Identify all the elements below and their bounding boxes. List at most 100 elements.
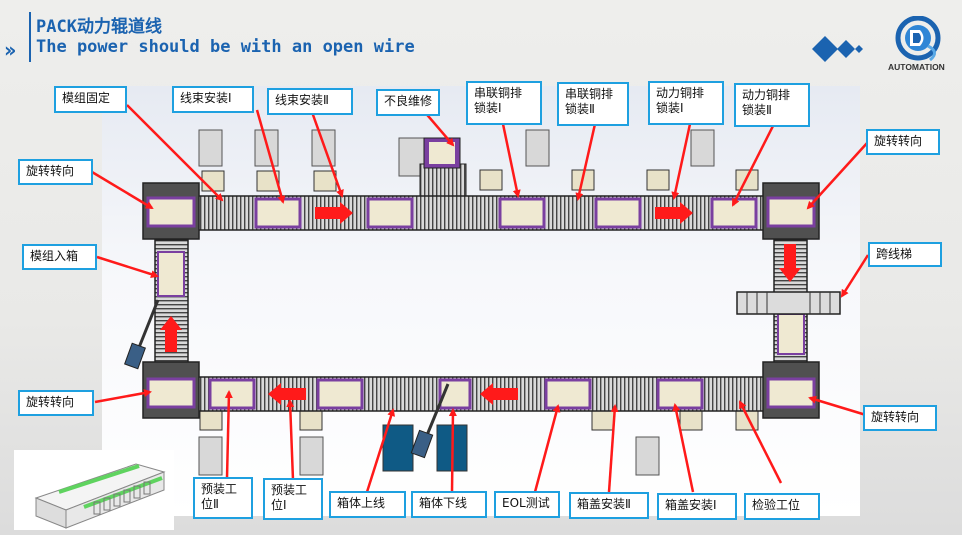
leader-line [448,408,457,493]
leader-line [671,123,692,200]
pallet [594,197,642,229]
flow-arrow-right [655,202,693,224]
leader-line [96,255,159,279]
robot-gripper [410,429,434,459]
leader-line [840,254,870,298]
crossover-ladder [736,291,841,315]
rotary-table-bottom-right [762,361,820,419]
label-harness-install-2: 线束安装Ⅱ [267,88,353,115]
pallet [157,251,185,297]
leader-line [91,170,154,210]
robot-arm [423,383,450,441]
pallet [254,197,302,229]
battery-pack-image [14,450,174,530]
leader-line [808,395,867,417]
label-line: 预装工 [271,483,308,497]
operator-station [313,170,337,192]
label-preassembly-1: 预装工 位Ⅰ [263,478,323,520]
page-subtitle: The power should be with an open wire [36,37,415,57]
work-cabinets-top [198,129,715,177]
work-cabinet [311,129,336,167]
label-repair: 不良维修 [376,89,440,116]
work-cabinets-bottom [198,424,660,476]
label-lid-install-2: 箱盖安装Ⅱ [569,492,649,519]
label-rotate-bottom-left: 旋转转向 [18,390,94,416]
label-series-copper-2: 串联铜排 锁装Ⅱ [557,82,629,126]
operator-station [735,409,759,431]
leader-line [365,408,395,493]
operator-station [201,170,225,192]
work-cabinet [299,436,324,476]
leader-line [575,123,597,201]
leader-line [607,404,619,493]
leader-line [806,141,869,210]
work-cabinet [635,436,660,476]
label-power-copper-2: 动力铜排 锁装Ⅱ [734,83,810,127]
leader-lines [91,104,870,493]
rotary-table-top-left [142,182,200,240]
pallet [544,378,592,410]
leader-line [286,399,295,481]
label-box-unloading: 箱体下线 [411,491,487,518]
leader-line [738,400,783,484]
label-power-copper-1: 动力铜排 锁装Ⅰ [648,81,724,125]
leader-line [501,123,521,198]
label-line: 位Ⅰ [271,498,287,512]
label-lid-install-1: 箱盖安装Ⅰ [657,493,737,520]
work-cabinet [198,129,223,167]
flow-arrow-left [480,383,518,405]
diamond-logo-icon [812,36,863,62]
pallet [316,378,364,410]
automation-logo-icon [895,16,941,62]
logo-text: AUTOMATION [888,62,945,72]
robot-gripper [124,342,146,370]
flow-arrow-down [779,244,801,282]
leader-line [533,404,561,493]
pallet [777,313,805,355]
operator-station [256,170,280,192]
pallet [498,197,546,229]
pallet [208,378,256,410]
box-stock [382,424,414,472]
pallets-top [254,197,758,229]
leader-line [224,390,233,479]
label-line: 锁装Ⅰ [656,101,684,115]
work-cabinet [690,129,715,167]
operator-station [299,409,323,431]
label-harness-install-1: 线束安装Ⅰ [172,86,254,113]
pallet [366,197,414,229]
label-line: 预装工 [201,482,238,496]
label-line: 动力铜排 [742,88,791,102]
leader-line [731,123,776,207]
label-module-fix: 模组固定 [54,86,127,113]
label-inspection: 检验工位 [744,493,820,520]
work-cabinet [525,129,550,167]
operator-station [199,409,223,431]
label-preassembly-2: 预装工 位Ⅱ [193,477,253,519]
operator-station [591,409,615,431]
work-cabinet [198,436,223,476]
operator-station [679,409,703,431]
leader-line [310,111,344,198]
label-line: 动力铜排 [656,86,705,100]
pallet [656,378,704,410]
operators-bottom [199,409,759,431]
flow-arrow-left [268,383,306,405]
label-line: 锁装Ⅱ [565,102,595,116]
leader-line [672,403,695,493]
label-line: 锁装Ⅰ [474,101,502,115]
operator-station [646,169,670,191]
battery-pack-icon [34,463,166,529]
leader-line [94,389,152,404]
flow-arrow-right [315,202,353,224]
rotary-table-top-right [762,182,820,240]
leader-line [126,104,224,202]
title-divider [29,12,31,62]
page-title: PACK动力辊道线 [36,17,162,37]
label-line: 串联铜排 [565,87,614,101]
leader-line [255,109,286,204]
label-series-copper-1: 串联铜排 锁装Ⅰ [466,81,542,125]
operator-station [479,169,503,191]
label-line: 位Ⅱ [201,497,219,511]
